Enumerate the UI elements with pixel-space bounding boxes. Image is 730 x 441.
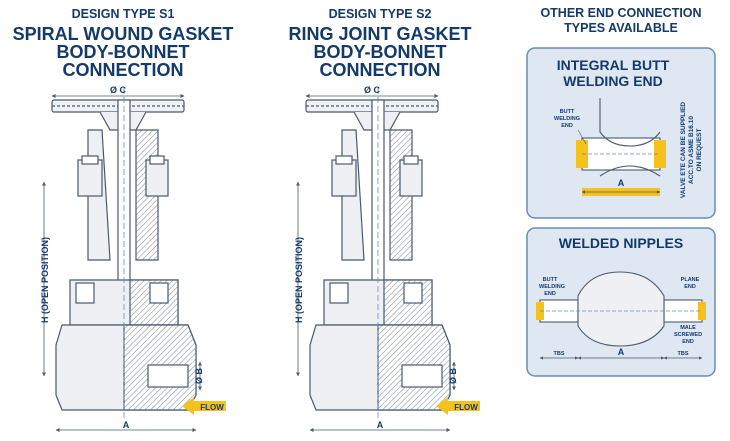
- other-ends-title-line2: TYPES AVAILABLE: [564, 21, 678, 35]
- design-s2-panel: DESIGN TYPE S2 RING JOINT GASKET BODY-BO…: [288, 7, 480, 432]
- design-s1-type-label: DESIGN TYPE S1: [72, 7, 175, 21]
- design-s2-title-line2: BODY-BONNET: [313, 42, 446, 62]
- design-s1-title-line1: SPIRAL WOUND GASKET: [13, 24, 234, 44]
- nipple-right-bottom-line1: MALE: [680, 325, 696, 331]
- nipple-dim-tbs-left: TBS: [554, 351, 565, 357]
- butt-weld-note-line3: ON REQUEST: [696, 128, 703, 171]
- butt-weld-pipe-diagram: [576, 98, 666, 177]
- design-s2-type-label: DESIGN TYPE S2: [329, 7, 432, 21]
- nipple-dim-tbs-right: TBS: [678, 351, 689, 357]
- butt-welding-box: INTEGRAL BUTT WELDING END BUTT WELDING E…: [526, 47, 716, 219]
- weld-end-highlight-right: [654, 140, 666, 168]
- butt-weld-dim-a: A: [618, 178, 625, 188]
- valve-s1-drawing: [51, 88, 197, 420]
- nipple-end-highlight-right: [698, 302, 706, 320]
- butt-weld-title-line2: WELDING END: [563, 73, 663, 89]
- nipple-left-label-line2: WELDING: [539, 284, 565, 290]
- flow-arrow-s2: FLOW: [436, 397, 480, 415]
- butt-weld-label-line1: BUTT: [560, 109, 575, 115]
- butt-weld-title-line1: INTEGRAL BUTT: [557, 57, 670, 73]
- nipple-dim-a: A: [618, 347, 625, 357]
- gland-bolt-left: [331, 159, 357, 197]
- design-s1-title-line3: CONNECTION: [63, 60, 184, 80]
- butt-weld-label-line3: END: [561, 123, 573, 129]
- flow-label-s1: FLOW: [200, 403, 224, 412]
- dim-c-label-s2: Ø C: [364, 85, 381, 95]
- dim-a-label-s1: A: [123, 420, 130, 430]
- nipples-title: WELDED NIPPLES: [559, 235, 683, 251]
- flow-arrow-s1: FLOW: [182, 397, 226, 415]
- nipple-left-label-line3: END: [544, 291, 556, 297]
- butt-weld-label-line2: WELDING: [554, 116, 580, 122]
- nipple-right-bottom-line2: SCREWED: [674, 332, 702, 338]
- nipples-pipe-diagram: [536, 271, 706, 347]
- other-ends-panel: OTHER END CONNECTION TYPES AVAILABLE INT…: [526, 6, 716, 377]
- other-ends-title-line1: OTHER END CONNECTION: [540, 6, 701, 20]
- butt-weld-note-line2: ACC.TO ASME B16.10: [688, 116, 695, 184]
- nipple-right-top-line2: END: [684, 284, 696, 290]
- nipple-right-top-line1: PLANE: [681, 277, 700, 283]
- dim-a-label-s2: A: [377, 420, 384, 430]
- nipple-left-label-line1: BUTT: [543, 277, 558, 283]
- dim-h-label-s2: H (OPEN POSITION): [294, 237, 304, 323]
- welded-nipples-box: WELDED NIPPLES BUTT WELDING END PLANE EN…: [526, 227, 716, 377]
- valve-s2-drawing: [305, 88, 451, 420]
- gland-bolt-left: [77, 159, 103, 197]
- design-s2-title-line3: CONNECTION: [320, 60, 441, 80]
- outlet-bore: [147, 364, 189, 388]
- design-s1-title-line2: BODY-BONNET: [56, 42, 189, 62]
- nipple-right-bottom-line3: END: [682, 339, 694, 345]
- dim-h-label-s1: H (OPEN POSITION): [40, 237, 50, 323]
- design-s1-panel: DESIGN TYPE S1 SPIRAL WOUND GASKET BODY-…: [13, 7, 234, 432]
- outlet-bore: [401, 364, 443, 388]
- flow-label-s2: FLOW: [454, 403, 478, 412]
- design-s2-title-line1: RING JOINT GASKET: [288, 24, 471, 44]
- dim-b-label-s2: Ø B: [448, 368, 458, 385]
- dim-b-label-s1: Ø B: [194, 368, 204, 385]
- butt-weld-note-line1: VALVE ETE CAN BE SUPPLIED: [680, 102, 687, 198]
- dim-c-label-s1: Ø C: [110, 85, 127, 95]
- gland-bolt-right: [399, 159, 423, 197]
- gland-bolt-right: [145, 159, 169, 197]
